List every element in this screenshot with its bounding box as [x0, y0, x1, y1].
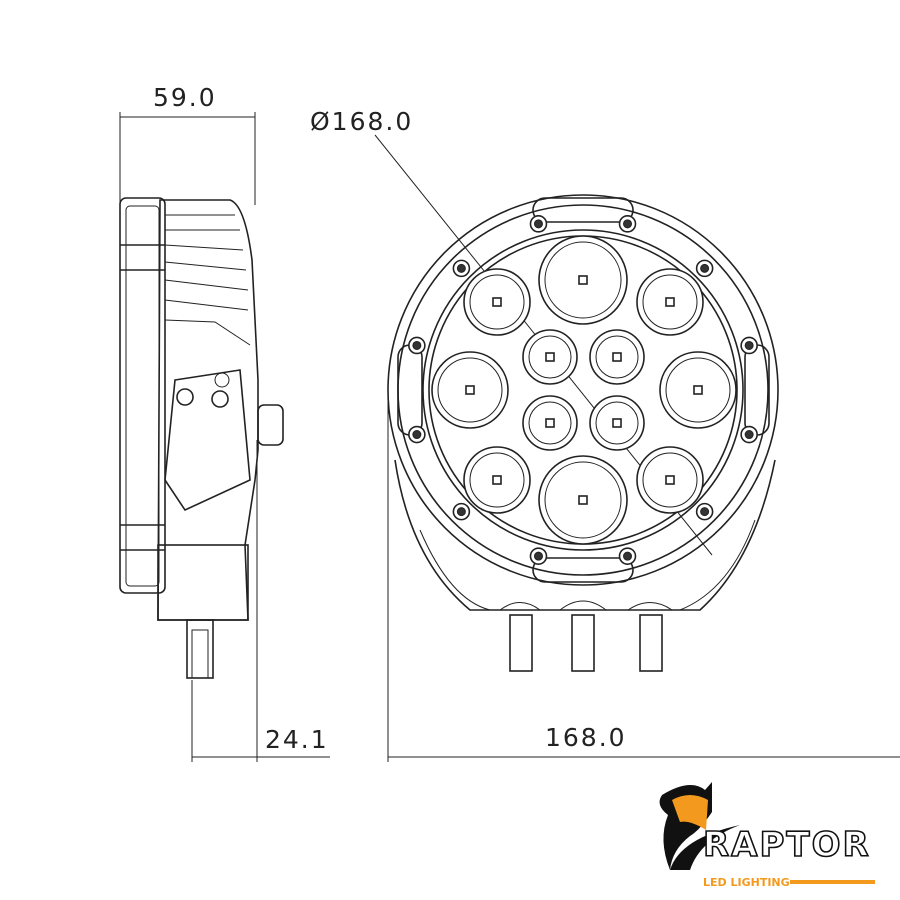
led-lens: [522, 329, 578, 385]
diameter-label: Ø168.0: [310, 107, 413, 136]
led-lens: [589, 395, 645, 451]
dimension-depth: 59.0: [119, 83, 256, 205]
led-chip: [545, 352, 555, 362]
led-chip: [492, 297, 502, 307]
led-chip: [492, 475, 502, 485]
led-lens: [463, 268, 531, 336]
mount-offset-label: 24.1: [265, 725, 329, 754]
led-chip: [545, 418, 555, 428]
led-chip: [578, 275, 588, 285]
led-chip: [578, 495, 588, 505]
led-lens: [538, 455, 628, 545]
logo-brand: RAPTOR: [703, 825, 871, 865]
logo-tagline: LED LIGHTING: [703, 876, 790, 889]
led-lens: [463, 446, 531, 514]
led-lens: [659, 351, 737, 429]
led-lens: [589, 329, 645, 385]
side-view: [119, 197, 284, 679]
led-lens: [636, 446, 704, 514]
led-chip: [665, 475, 675, 485]
led-lens: [522, 395, 578, 451]
led-lens: [431, 351, 509, 429]
led-chip: [665, 297, 675, 307]
depth-label: 59.0: [153, 83, 217, 112]
dimension-width: 168.0: [387, 380, 900, 762]
led-lens: [538, 235, 628, 325]
led-lens: [636, 268, 704, 336]
dimension-mount-offset: 24.1: [191, 440, 330, 762]
raptor-logo: RAPTOR LED LIGHTING: [659, 782, 875, 889]
led-chip: [693, 385, 703, 395]
front-view: [387, 194, 779, 672]
width-label: 168.0: [545, 723, 627, 752]
led-chip: [612, 352, 622, 362]
led-chip: [465, 385, 475, 395]
led-chip: [612, 418, 622, 428]
